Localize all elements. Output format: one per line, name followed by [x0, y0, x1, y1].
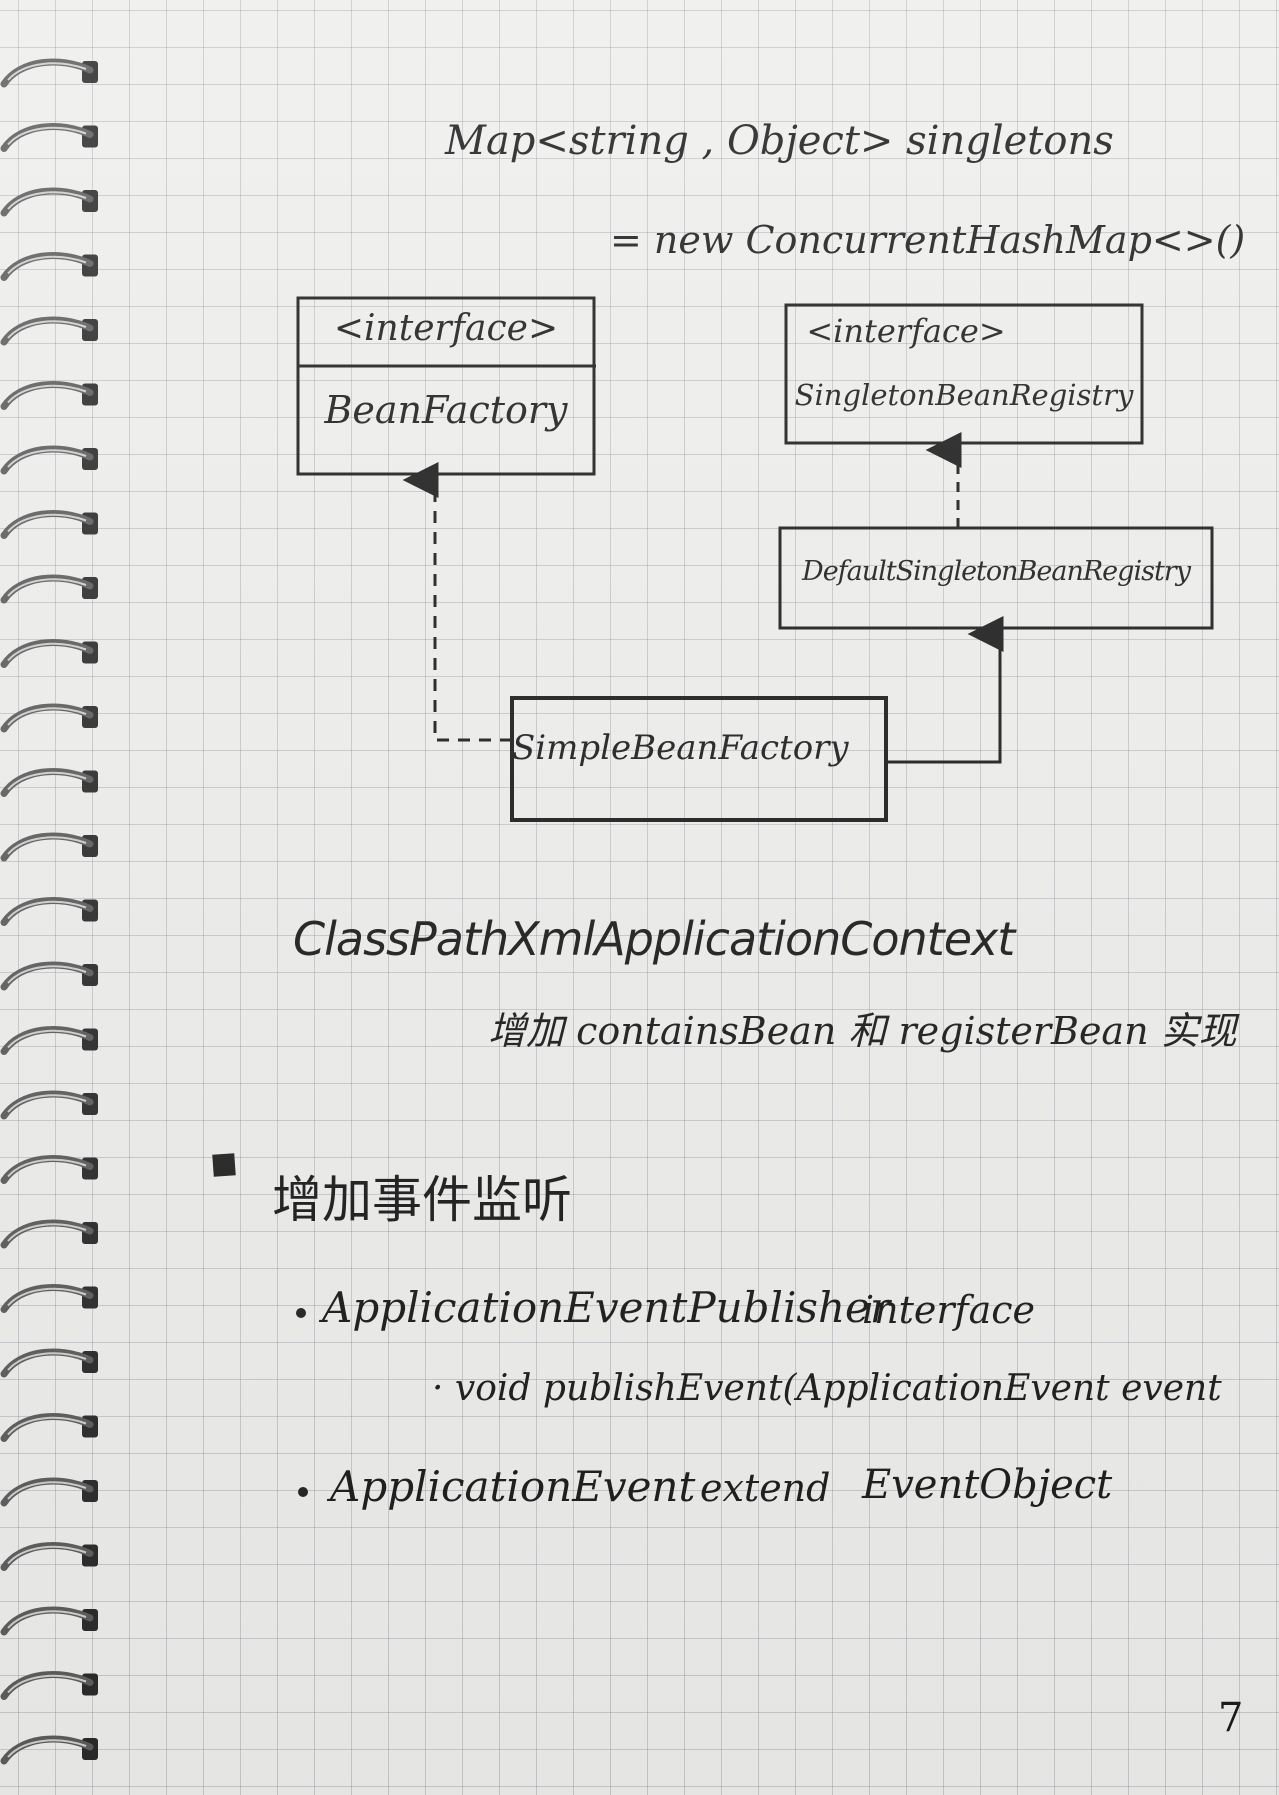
- context-title: ClassPathXmlApplicationContext: [293, 912, 1015, 966]
- singleton-bean-registry-name: SingletonBeanRegistry: [794, 378, 1134, 412]
- class-diagram: [296, 296, 1214, 822]
- application-event-relation: extend: [700, 1466, 831, 1510]
- bean-factory-box: [296, 296, 596, 476]
- binding-ring-highlight: [7, 1029, 87, 1049]
- item-bullet-1: [296, 1308, 306, 1318]
- binding-ring-highlight: [7, 513, 87, 533]
- simple-bean-factory-name: SimpleBeanFactory: [512, 728, 849, 768]
- binding-ring-highlight: [7, 1158, 87, 1178]
- binding-ring-highlight: [7, 449, 87, 468]
- singletons-initializer: = new ConcurrentHashMap<>(): [610, 218, 1246, 262]
- publisher-name: ApplicationEventPublisher: [322, 1283, 890, 1332]
- binding-ring-highlight: [7, 965, 87, 984]
- binding-ring-highlight: [7, 255, 87, 275]
- spiral-binding: [0, 58, 98, 1765]
- spiral-rings: [0, 58, 98, 1765]
- binding-ring-highlight: [7, 320, 87, 339]
- application-event-name: ApplicationEvent: [330, 1462, 696, 1511]
- binding-ring-highlight: [7, 1739, 87, 1758]
- binding-ring-highlight: [7, 1545, 87, 1565]
- realization-arrow-bean-factory: [402, 462, 512, 742]
- binding-ring-highlight: [7, 126, 87, 146]
- singletons-declaration: Map<string , Object> singletons: [445, 118, 1114, 164]
- binding-ring-highlight: [7, 771, 87, 791]
- binding-ring-highlight: [7, 62, 87, 81]
- publish-event-method: · void publishEvent(ApplicationEvent eve…: [432, 1368, 1222, 1409]
- binding-ring-highlight: [7, 707, 87, 726]
- publisher-kind: interface: [862, 1288, 1036, 1332]
- binding-ring-highlight: [7, 900, 87, 920]
- page-number: 7: [1218, 1695, 1244, 1741]
- bean-factory-name: BeanFactory: [324, 388, 568, 432]
- default-singleton-bean-registry-name: DefaultSingletonBeanRegistry: [802, 556, 1191, 587]
- binding-ring-highlight: [7, 836, 87, 855]
- section-bullet: [212, 1153, 236, 1177]
- binding-ring-highlight: [7, 1094, 87, 1113]
- binding-ring-highlight: [7, 384, 87, 404]
- singleton-bean-registry-box: [784, 303, 1144, 445]
- binding-ring-highlight: [7, 1223, 87, 1242]
- binding-ring-highlight: [7, 1674, 87, 1694]
- context-note: 增加 containsBean 和 registerBean 实现: [488, 1009, 1237, 1053]
- bean-factory-stereotype: <interface>: [333, 308, 559, 349]
- binding-ring-highlight: [7, 642, 87, 662]
- simple-bean-factory-box: [510, 696, 888, 822]
- binding-ring-highlight: [7, 1287, 87, 1307]
- binding-ring-highlight: [7, 1416, 87, 1436]
- singleton-bean-registry-stereotype: <interface>: [806, 312, 1006, 350]
- application-event-target: EventObject: [862, 1462, 1113, 1508]
- section-title: 增加事件监听: [272, 1171, 572, 1229]
- binding-ring-highlight: [7, 1481, 87, 1500]
- binding-ring-highlight: [7, 578, 87, 597]
- item-bullet-2: [298, 1487, 308, 1497]
- inheritance-arrow-default-registry: [886, 616, 1004, 764]
- binding-ring-highlight: [7, 1610, 87, 1629]
- binding-ring-highlight: [7, 191, 87, 210]
- binding-ring-highlight: [7, 1352, 87, 1371]
